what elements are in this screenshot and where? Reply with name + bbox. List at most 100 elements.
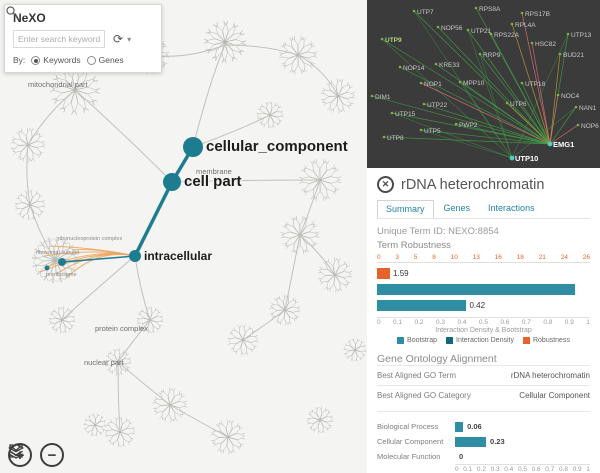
expand-levels-button[interactable] [10,443,128,467]
radio-genes[interactable]: Genes [86,55,124,65]
gene-node-label[interactable]: DIM1 [375,94,391,101]
term-node-label[interactable]: preribosome [46,272,77,278]
tab-genes[interactable]: Genes [443,203,471,213]
robustness-bar-interaction-density: 0.42 [377,300,590,311]
term-node-label[interactable]: cell part [184,172,242,190]
search-input[interactable] [13,30,105,48]
gene-node-label[interactable]: RRP9 [483,52,501,59]
gene-node-label[interactable]: BUD21 [563,52,584,59]
gene-node-label[interactable]: NOP56 [441,25,463,32]
gene-node-label[interactable]: KRE33 [439,62,460,69]
gene-node-label[interactable]: MPP10 [463,80,485,87]
axis-tick: 18 [516,254,524,261]
term-node-label[interactable]: ribonucleoprotein complex [58,236,123,242]
gene-node-label[interactable]: EMG1 [553,140,574,149]
gene-node-label[interactable]: UTP7 [417,9,434,16]
axis-tick: 0.8 [543,319,553,326]
axis-tick: 1 [586,319,590,326]
axis-tick: 0.1 [463,466,473,473]
term-node-label[interactable]: cellular_component [206,137,348,155]
gene-node-label[interactable]: UTP6 [510,101,527,108]
axis-tick: 0.6 [531,466,541,473]
axis-tick: 0.1 [393,319,403,326]
gene-node-label[interactable]: UTP13 [571,32,592,39]
gene-node-label[interactable]: UTP5 [424,128,441,135]
fit-screen-icon [9,444,23,458]
unique-term-id: Unique Term ID: NEXO:8854 [377,226,499,237]
go-term-row-label: Best Aligned GO Term [377,371,456,380]
gene-node-label[interactable]: UTP18 [525,81,546,88]
gene-node-label[interactable]: UTP21 [471,28,492,35]
gene-node-label[interactable]: UTP15 [395,111,416,118]
go-category-row-value: Cellular Component [519,391,590,400]
robustness-bar-bootstrap [377,284,590,295]
term-node-label[interactable]: membrane [196,167,232,176]
gene-node-label[interactable]: HSC82 [535,41,556,48]
layers-button[interactable] [8,443,160,467]
go-category-row: Best Aligned GO Category Cellular Compon… [377,385,590,405]
close-details-button[interactable]: ✕ [377,176,394,193]
robustness-axis-caption: Interaction Density & Bootstrap [435,327,532,334]
search-options-caret-icon[interactable]: ▾ [127,34,132,44]
gene-node-label[interactable]: RPS22A [494,32,520,39]
tab-interactions[interactable]: Interactions [488,203,535,213]
term-node-label[interactable]: intracellular [144,248,213,263]
gene-node-label[interactable]: NOP14 [403,65,425,72]
fit-screen-button[interactable] [9,443,96,467]
legend-item: Interaction Density [446,337,514,344]
axis-tick: 0.8 [558,466,568,473]
app-title: NeXO [13,11,46,25]
axis-tick: 0 [377,319,381,326]
tab-summary[interactable]: Summary [377,200,434,218]
gene-node-label[interactable]: NOP1 [424,81,442,88]
term-node-label[interactable]: protein complex [95,324,148,333]
details-tabs: Summary Genes Interactions [377,200,590,219]
gene-node-label[interactable]: NOC4 [561,93,579,100]
axis-tick: 0.5 [478,319,488,326]
axis-tick: 0.4 [504,466,514,473]
gene-node-label[interactable]: RPL4A [515,22,536,29]
go-category-row-label: Best Aligned GO Category [377,391,471,400]
zoom-in-button[interactable]: + [8,443,32,467]
gene-node-label[interactable]: UTP10 [515,154,538,163]
term-node-label[interactable]: mitochondrial part [28,80,88,89]
radio-keywords[interactable]: Keywords [31,55,81,65]
gene-node-label[interactable]: UTP8 [387,135,404,142]
axis-tick: 0.6 [500,319,510,326]
axis-tick: 0 [455,466,459,473]
axis-tick: 5 [413,254,418,261]
gene-node-label[interactable]: NOP6 [581,123,599,130]
axis-tick: 0.2 [414,319,424,326]
radio-genes-control[interactable] [86,55,96,65]
axis-tick: 0.7 [545,466,555,473]
term-robustness-heading: Term Robustness [377,240,451,251]
axis-tick: 0.4 [457,319,467,326]
gene-node-label[interactable]: NAN1 [579,105,597,112]
radio-keywords-control[interactable] [31,55,41,65]
interaction-network-canvas[interactable]: UTP7 RPS8A RPS17B UTP13 RPL4A NOP56 UTP21RPS22… [367,0,600,168]
reset-search-icon[interactable]: ⟳ [113,32,124,46]
axis-tick: 0.9 [572,466,582,473]
axis-tick: 0.3 [490,466,500,473]
gene-node-label[interactable]: UTP9 [385,37,402,44]
axis-tick: 0.3 [435,319,446,326]
gene-node-label[interactable]: UTP22 [427,102,448,109]
term-node-label[interactable]: ribosomal subunit [36,250,80,256]
radio-keywords-label: Keywords [43,55,81,65]
axis-tick: 0.9 [564,319,574,326]
zoom-out-button[interactable]: − [40,443,64,467]
term-node-label[interactable]: nuclear part [84,358,124,367]
gene-node-label[interactable]: RPS8A [479,6,501,13]
axis-tick: 10 [450,254,458,261]
gene-node-label[interactable]: PWP2 [459,122,478,129]
gene-node-label[interactable]: RPS17B [525,11,550,18]
